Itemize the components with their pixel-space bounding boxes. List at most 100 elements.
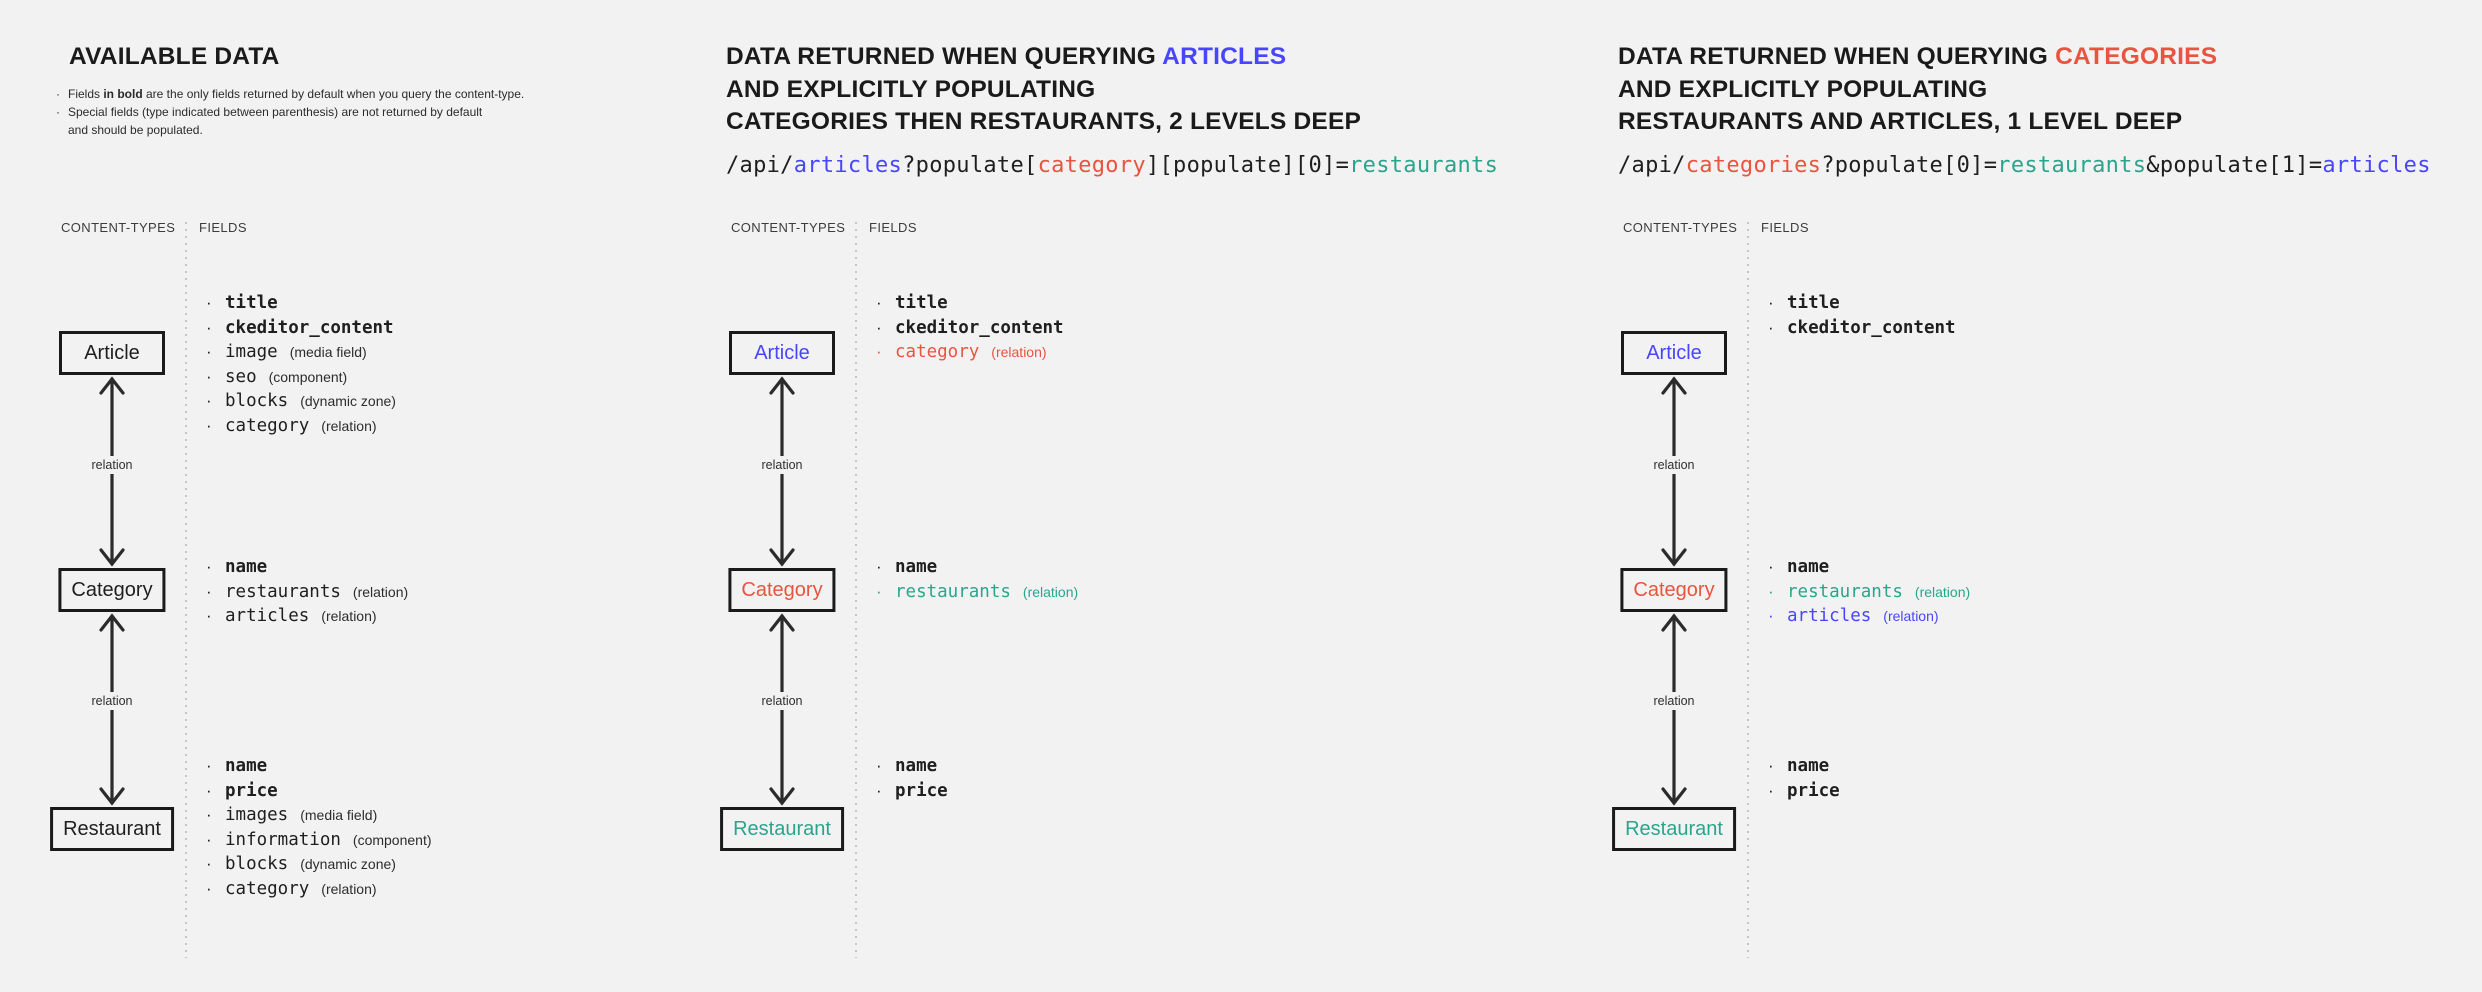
- column-separator: [185, 222, 187, 958]
- field-type-annotation: (relation): [991, 344, 1047, 360]
- fields-column-label: FIELDS: [869, 220, 917, 235]
- field-name: name: [895, 557, 938, 577]
- field-row: · ckeditor_content: [206, 316, 396, 341]
- field-name: category: [225, 415, 310, 436]
- note-segment: in bold: [103, 87, 143, 101]
- field-row: ·restaurants(relation): [876, 580, 1078, 605]
- field-name: restaurants: [225, 581, 341, 602]
- code-segment: categories: [1685, 153, 1822, 178]
- field-name: ckeditor_content: [1787, 317, 1956, 338]
- field-name: ckeditor_content: [895, 317, 1064, 338]
- relation-arrow-label: relation: [756, 692, 808, 710]
- content-type-box-article: Article: [1621, 331, 1727, 375]
- bullet-icon: ·: [206, 415, 212, 435]
- bullet-icon: ·: [206, 854, 212, 873]
- content-type-label: Category: [1633, 578, 1715, 601]
- field-list-article: ·title· ckeditor_content: [1768, 291, 1956, 340]
- panel-title-line: DATA RETURNED WHEN QUERYING ARTICLES: [726, 41, 1361, 74]
- bullet-icon: ·: [206, 878, 212, 898]
- field-name: ckeditor_content: [225, 317, 394, 338]
- content-type-label: Article: [84, 341, 140, 364]
- content-type-box-article: Article: [59, 331, 165, 375]
- field-row: · ckeditor_content: [876, 316, 1064, 341]
- bullet-icon: ·: [876, 293, 882, 312]
- field-type-annotation: (relation): [1883, 608, 1939, 624]
- relation-arrow-label: relation: [86, 456, 138, 474]
- field-type-annotation: (component): [352, 831, 432, 848]
- bullet-icon: ·: [206, 756, 212, 775]
- field-name: price: [1787, 780, 1840, 801]
- field-row: ·seo(component): [206, 365, 396, 390]
- fields-column-label: FIELDS: [199, 220, 247, 235]
- column-separator: [855, 222, 857, 958]
- field-row: ·blocks(dynamic zone): [206, 389, 396, 414]
- field-row: · category (relation): [206, 414, 396, 439]
- bullet-icon: ·: [876, 780, 882, 800]
- note-item: ·Fields in bold are the only fields retu…: [56, 85, 524, 103]
- note-item: · Special fields (type indicated between …: [56, 103, 524, 139]
- field-row: ·title: [1768, 291, 1956, 316]
- field-name: seo: [225, 366, 257, 387]
- note-text: Fields in bold are the only fields retur…: [68, 85, 524, 103]
- field-name: images: [225, 805, 289, 825]
- title-segment: AND EXPLICITLY POPULATING: [1618, 75, 1988, 103]
- bullet-icon: ·: [56, 105, 60, 119]
- fields-column-label: FIELDS: [1761, 220, 1809, 235]
- title-segment: CATEGORIES THEN RESTAURANTS, 2 LEVELS DE…: [726, 108, 1362, 135]
- content-type-label: Category: [71, 578, 153, 601]
- field-name: restaurants: [1787, 581, 1903, 602]
- code-segment: category: [1037, 153, 1146, 178]
- bullet-icon: ·: [206, 366, 212, 386]
- title-segment: RESTAURANTS AND ARTICLES, 1 LEVEL DEEP: [1618, 108, 2183, 135]
- note-line: Fields in bold are the only fields retur…: [68, 85, 524, 103]
- bullet-icon: ·: [876, 342, 882, 361]
- title-segment: CATEGORIES: [2055, 43, 2218, 70]
- field-type-annotation: (relation): [321, 417, 377, 434]
- field-row: ·name: [876, 754, 948, 779]
- field-name: name: [1787, 557, 1830, 577]
- field-type-annotation: (media field): [300, 807, 378, 823]
- api-query-code: /api/categories?populate[0]=restaurants&…: [1618, 152, 2431, 180]
- title-segment: ARTICLES: [1162, 43, 1287, 70]
- field-name: title: [225, 293, 278, 313]
- field-row: · name: [206, 754, 432, 779]
- bullet-icon: ·: [206, 581, 212, 601]
- field-name: category: [895, 342, 980, 362]
- title-segment: AND EXPLICITLY POPULATING: [726, 75, 1096, 103]
- field-type-annotation: (media field): [289, 344, 367, 360]
- bullet-icon: ·: [876, 317, 882, 337]
- panel-title-line: CATEGORIES THEN RESTAURANTS, 2 LEVELS DE…: [726, 106, 1361, 139]
- field-type-annotation: (relation): [321, 880, 377, 897]
- bullet-icon: ·: [206, 293, 212, 312]
- note-segment: and should be populated.: [68, 123, 203, 137]
- bullet-icon: ·: [1768, 780, 1774, 800]
- field-name: information: [225, 829, 341, 850]
- note-line: Special fields (type indicated between p…: [68, 103, 482, 121]
- code-segment: restaurants: [1997, 153, 2147, 178]
- field-name: category: [225, 878, 310, 899]
- field-list-restaurant: ·name·price·images(media field)·informat…: [206, 754, 432, 901]
- code-segment: restaurants: [1349, 153, 1499, 178]
- bullet-icon: ·: [876, 581, 882, 601]
- field-type-annotation: (dynamic zone): [300, 856, 396, 872]
- content-type-box-restaurant: Restaurant: [720, 807, 844, 851]
- content-type-box-article: Article: [729, 331, 835, 375]
- field-name: restaurants: [895, 581, 1011, 602]
- field-name: name: [225, 756, 268, 776]
- panel-title: DATA RETURNED WHEN QUERYING CATEGORIES AN…: [1618, 41, 2217, 139]
- content-types-column-label: CONTENT-TYPES: [61, 220, 176, 235]
- bullet-icon: ·: [206, 317, 212, 337]
- api-query-code: /api/articles?populate[category][populat…: [726, 152, 1498, 180]
- bullet-icon: ·: [206, 606, 212, 625]
- bullet-icon: ·: [876, 557, 882, 576]
- title-segment: DATA RETURNED WHEN QUERYING: [1618, 43, 2056, 70]
- content-type-label: Restaurant: [733, 817, 831, 840]
- field-row: · title: [206, 291, 396, 316]
- relation-arrow-label: relation: [86, 692, 138, 710]
- code-segment: &populate[1]=: [2146, 153, 2323, 178]
- field-list-category: ·name·restaurants(relation): [876, 555, 1078, 604]
- bullet-icon: ·: [1768, 317, 1774, 337]
- field-row: · price: [1768, 779, 1840, 804]
- panel-title-line: RESTAURANTS AND ARTICLES, 1 LEVEL DEEP: [1618, 106, 2217, 139]
